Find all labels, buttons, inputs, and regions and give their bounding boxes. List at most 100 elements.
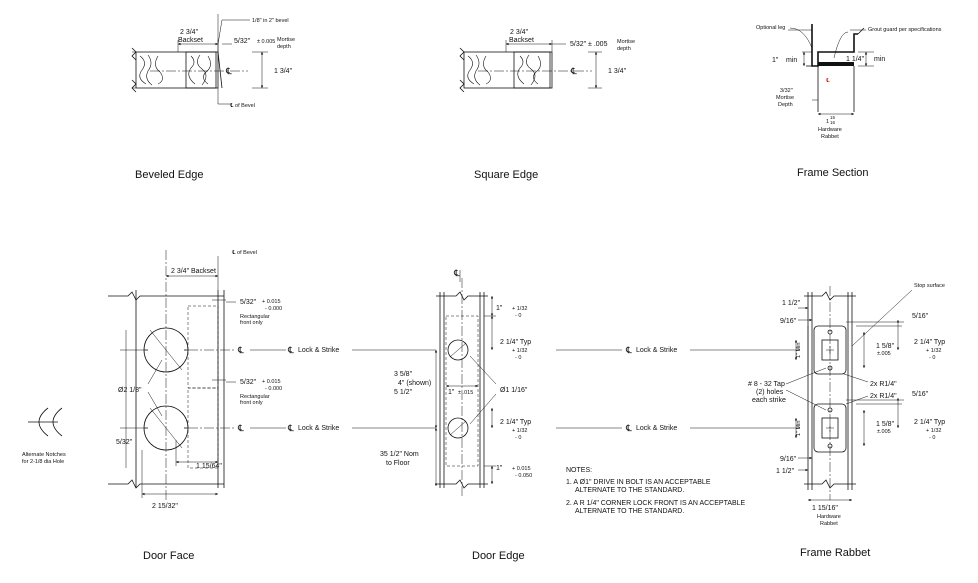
beveled-edge-view: 2 3/4" Backset 1/8" in 2" bevel 5/32" ± …: [131, 14, 295, 109]
rabbet-width-word-1: Hardware: [817, 514, 841, 520]
frame-one-quarter-dim: 1 1/4": [846, 56, 865, 63]
lock-strike-label-1: Lock & Strike: [298, 347, 339, 354]
door-face-dim-a-tol-2: - 0.000: [265, 306, 282, 312]
note-2-line-2: ALTERNATE TO THE STANDARD.: [575, 508, 684, 515]
tap-hole-3: [827, 407, 833, 413]
bevel-label: 1/8" in 2" bevel: [252, 18, 289, 24]
door-face-cl-bevel: ℄ of Bevel: [231, 250, 257, 256]
alternate-notches: Alternate Notches for 2-1/8 dia Hole: [22, 407, 66, 465]
door-edge-nom-1: 35 1/2" Nom: [380, 451, 419, 458]
title-frame-section: Frame Section: [797, 167, 869, 179]
door-edge-typ-2: 2 1/4" Typ: [500, 419, 531, 426]
door-face-rect-4: front only: [240, 400, 263, 406]
door-face-left-dim: 5/32": [116, 439, 133, 446]
door-edge-typ-1-tol-1: + 1/32: [512, 348, 527, 354]
rabbet-r-1: 2x R1/4": [870, 381, 897, 388]
square-mortise-dim: 5/32" ± .005: [570, 41, 608, 48]
tap-hole-4: [827, 443, 833, 449]
rabbet-nine-16-top: 9/16": [780, 318, 797, 325]
square-backset-dim: 2 3/4": [510, 29, 529, 36]
frame-one-min-dim: 1": [772, 57, 779, 64]
door-face-cl-upper: ℄: [237, 345, 244, 355]
note-1-line-2: ALTERNATE TO THE STANDARD.: [575, 487, 684, 494]
rabbet-top-112: 1 1/2": [782, 300, 801, 307]
alt-notch-line-1: Alternate Notches: [22, 452, 66, 458]
rabbet-five-8-1: 1 5/8": [876, 343, 895, 350]
notes-heading: NOTES:: [566, 467, 592, 474]
rabbet-width-word-2: Rabbet: [820, 521, 838, 527]
square-cl-symbol: ℄: [570, 66, 577, 76]
door-edge-top-dim: 1": [496, 305, 503, 312]
frame-mortise-dim: 3/32": [780, 88, 793, 94]
square-edge-view: 2 3/4" Backset 5/32" ± .005 Mortise dept…: [459, 29, 635, 93]
upper-strike-cutout: [813, 325, 847, 375]
square-backset-label: Backset: [509, 37, 534, 44]
square-thickness-dim: 1 3/4": [608, 68, 627, 75]
title-square-edge: Square Edge: [474, 169, 538, 181]
frame-rabbet-frac-bot: 16: [830, 120, 836, 125]
frame-rabbet-view: Stop surface 1 1/2" 9/16" 5/16" 2 1/4" T…: [748, 283, 945, 527]
frame-rabbet-frac-top: 15: [830, 115, 836, 120]
beveled-cl-symbol: ℄: [225, 66, 232, 76]
door-edge-front-mortise: [445, 315, 479, 467]
door-face-dim-b: 5/32": [240, 379, 257, 386]
door-edge-nom-2: to Floor: [386, 460, 410, 467]
door-face-bore-dia: Ø2 1/8": [118, 387, 142, 394]
door-edge-top-tol-2: - 0: [515, 313, 521, 319]
frame-one-quarter-word: min: [874, 56, 885, 63]
door-edge-v-358: 3 5/8": [394, 371, 413, 378]
rabbet-typ-2: 2 1/4" Typ: [914, 419, 945, 426]
door-edge-bottom-tol-2: - 0.050: [515, 473, 532, 479]
rabbet-five-16-top: 5/16": [912, 313, 929, 320]
beveled-mortise-tol: ± 0.005: [257, 39, 275, 45]
tap-hole-2: [827, 365, 833, 371]
frame-one-min-word: min: [786, 57, 797, 64]
square-mortise-word-1: Mortise: [617, 39, 635, 45]
stop-surface-label: Stop surface: [914, 283, 945, 289]
door-edge-cl-symbol: ℄: [453, 268, 460, 278]
rabbet-five-16-bot: 5/16": [912, 391, 929, 398]
door-edge-typ-1: 2 1/4" Typ: [500, 339, 531, 346]
door-edge-view: ℄ 1" + 1/32 - 0 2 1/4" Typ + 1/32 - 0 3 …: [380, 268, 532, 496]
rabbet-five-8-2: 1 5/8": [876, 421, 895, 428]
frame-rabbet-word-1: Hardware: [818, 127, 842, 133]
beveled-mortise-word-1: Mortise: [277, 37, 295, 43]
ls-cl-3: ℄: [625, 345, 632, 355]
rabbet-five-8-2-tol: ±.005: [877, 429, 891, 435]
lower-strike-opening: [821, 417, 839, 439]
frame-section-view: Optional leg Grout guard per specificati…: [756, 24, 942, 140]
door-face-rect-3: Rectangular: [240, 394, 270, 400]
door-edge-one-dim: 1": [448, 389, 455, 396]
upper-strike-opening: [821, 339, 839, 361]
grout-guard-hatch: [818, 62, 854, 66]
beveled-mortise-word-2: depth: [277, 44, 291, 50]
note-1-line-1: 1. A Ø1" DRIVE IN BOLT IS AN ACCEPTABLE: [566, 479, 711, 486]
alt-notch-line-2: for 2-1/8 dia Hole: [22, 459, 64, 465]
lock-strike-label-3: Lock & Strike: [636, 347, 677, 354]
rabbet-nine-16-bot: 9/16": [780, 456, 797, 463]
door-face-rect-2: front only: [240, 320, 263, 326]
square-door-outline: [463, 51, 553, 89]
beveled-wood-grain: [139, 54, 211, 86]
beveled-backset-label: Backset: [178, 37, 203, 44]
lock-strike-label-2: Lock & Strike: [298, 425, 339, 432]
door-edge-one-tol: ± .015: [458, 390, 473, 396]
ls-cl-4: ℄: [625, 423, 632, 433]
beveled-cl-bevel: ℄ of Bevel: [229, 103, 255, 109]
door-edge-typ-1-tol-2: - 0: [515, 355, 521, 361]
ls-cl-1: ℄: [287, 345, 294, 355]
tap-label-2: (2) holes: [756, 389, 784, 396]
tap-label-3: each strike: [752, 397, 786, 404]
upper-latch-mortise: [187, 305, 219, 389]
frame-cl-symbol: ℄: [825, 78, 830, 84]
frame-mortise-word: Mortise: [776, 95, 794, 101]
frame-rabbet-word-2: Rabbet: [821, 134, 839, 140]
door-edge-top-tol-1: + 1/32: [512, 306, 527, 312]
note-2-line-1: 2. A R 1/4" CORNER LOCK FRONT IS AN ACCE…: [566, 500, 746, 507]
notes-block: NOTES: 1. A Ø1" DRIVE IN BOLT IS AN ACCE…: [566, 467, 746, 515]
title-door-edge: Door Edge: [472, 550, 525, 562]
lock-strike-label-4: Lock & Strike: [636, 425, 677, 432]
rabbet-typ-2-tol-2: - 0: [929, 435, 935, 441]
door-face-bottom-dim: 2 15/32": [152, 503, 178, 510]
rabbet-typ-1: 2 1/4" Typ: [914, 339, 945, 346]
